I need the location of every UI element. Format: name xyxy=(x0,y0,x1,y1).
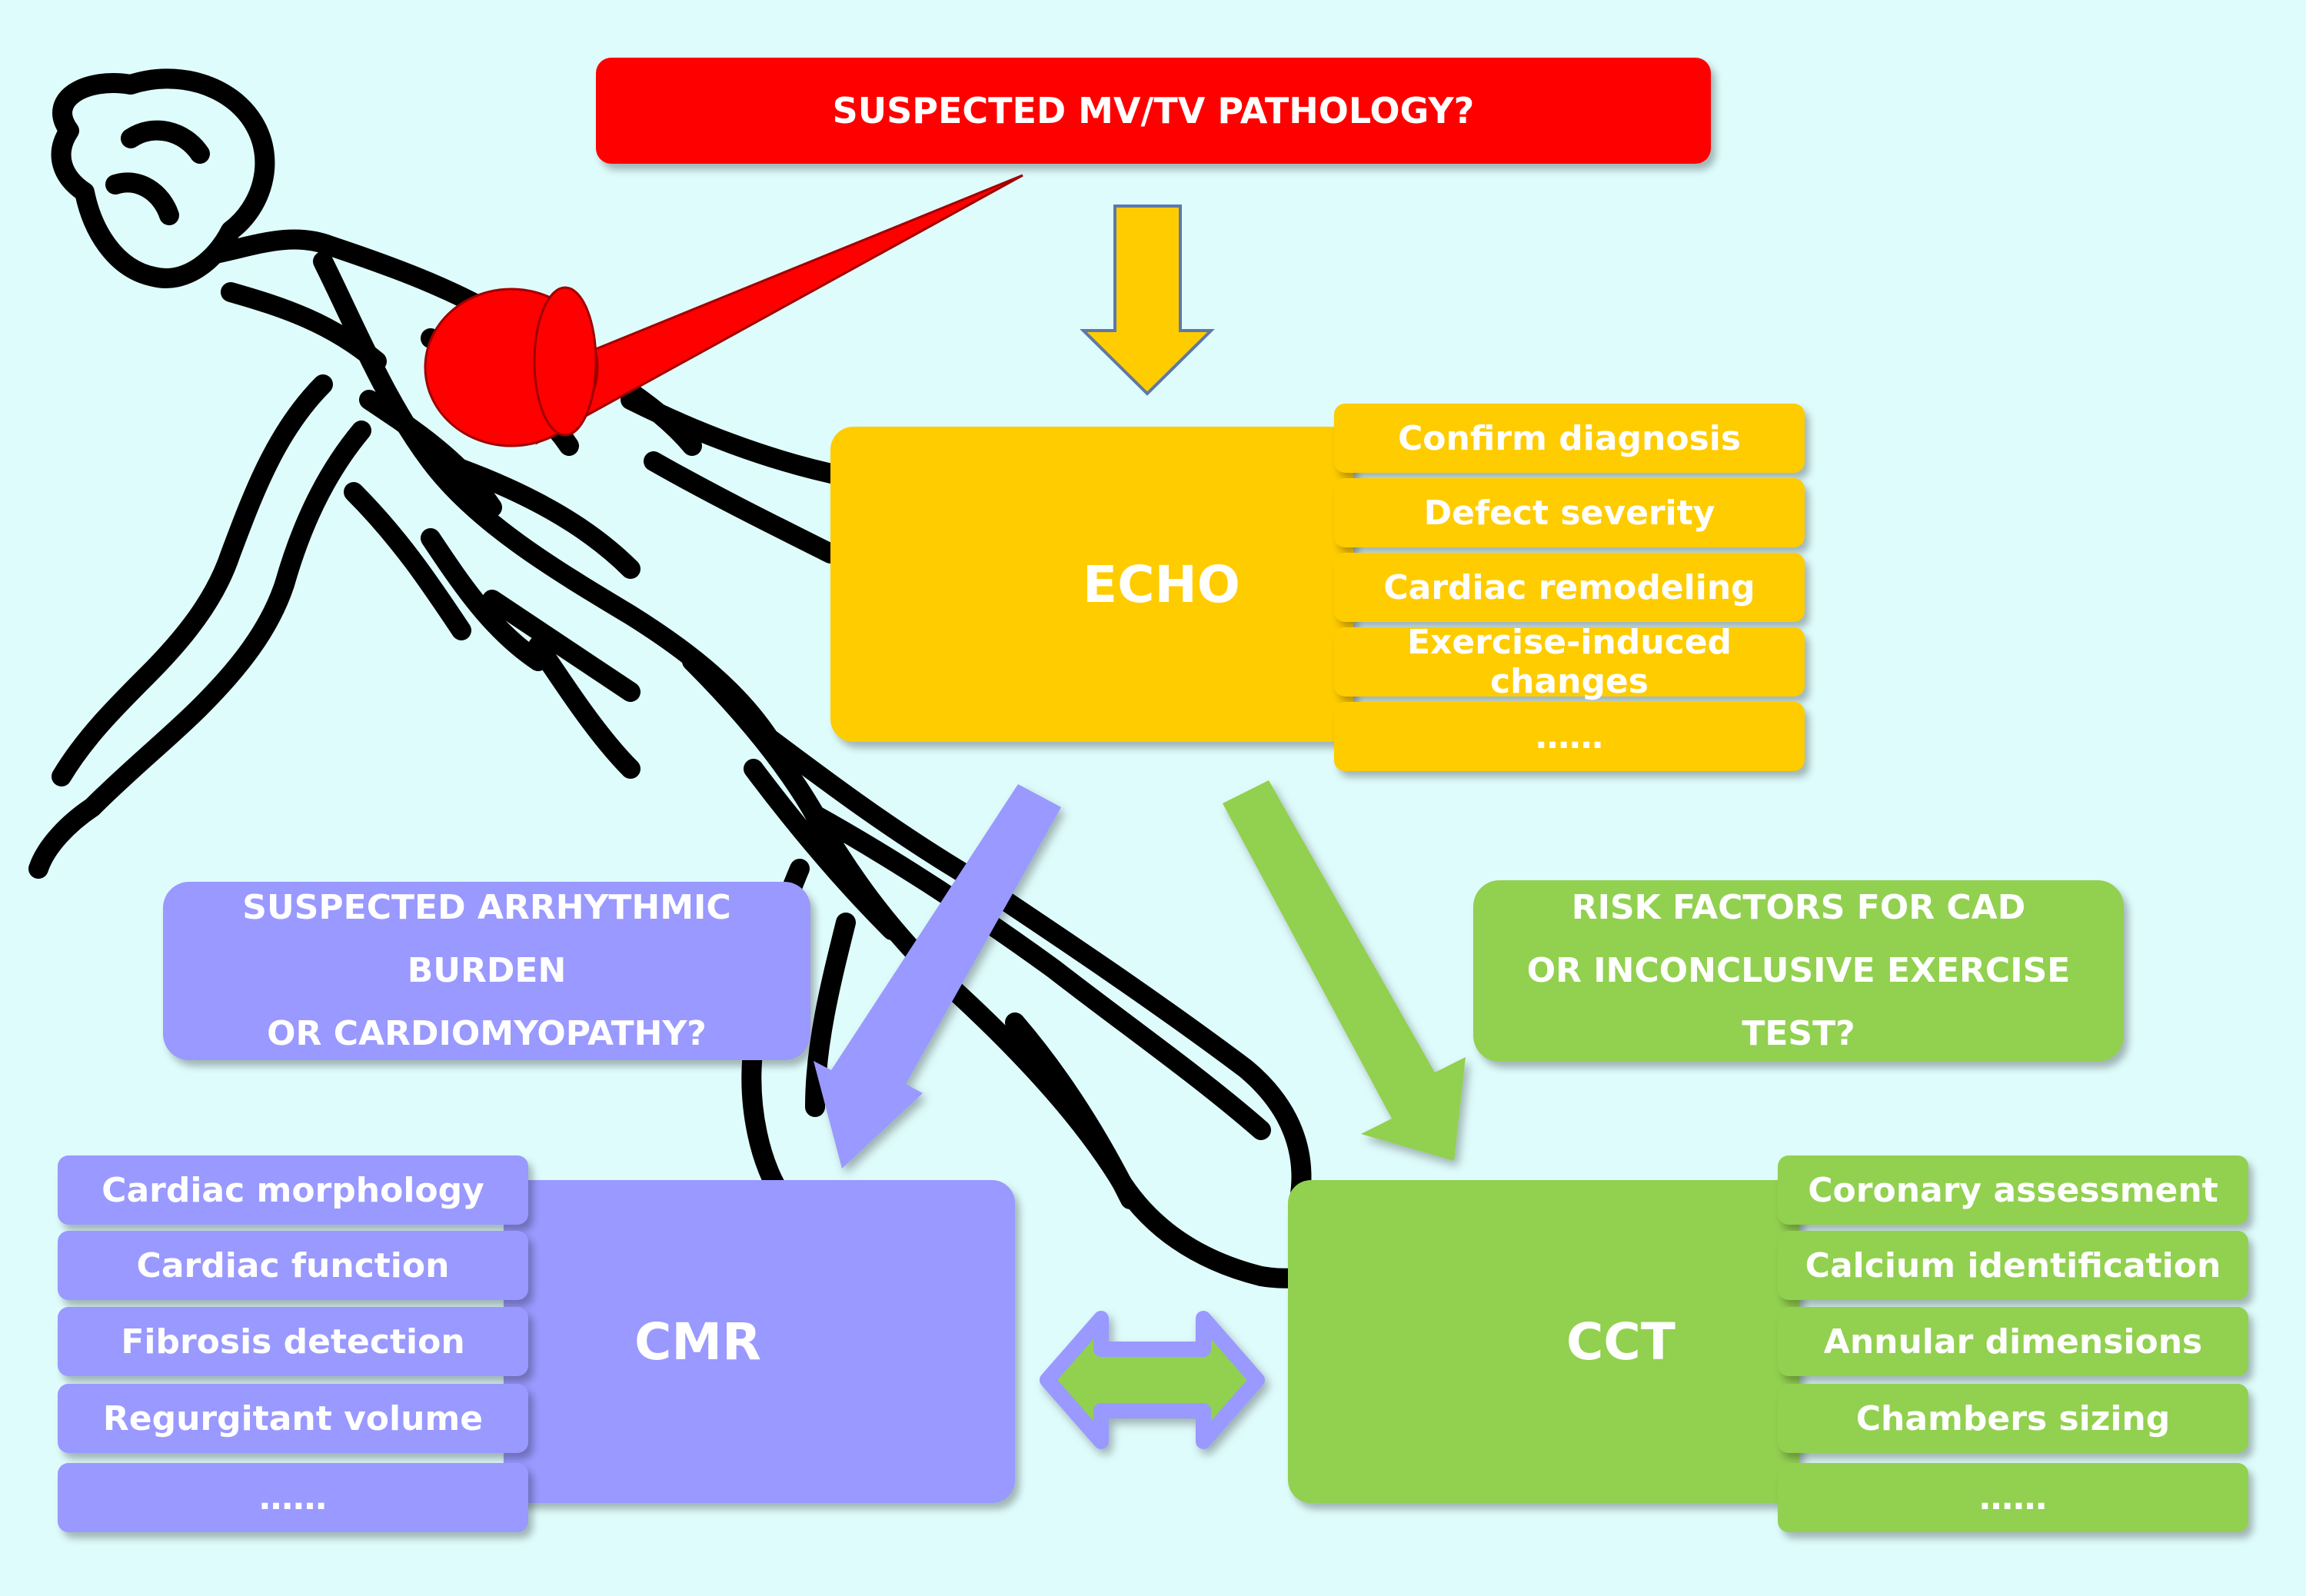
banner-text: SUSPECTED MV/TV PATHOLOGY? xyxy=(832,90,1475,131)
cct-item: Coronary assessment xyxy=(1778,1155,2248,1225)
cmr-item-label: Cardiac morphology xyxy=(101,1170,484,1210)
cct-item: Calcium identification xyxy=(1778,1231,2248,1300)
cmr-question-line: OR CARDIOMYOPATHY? xyxy=(267,1014,707,1053)
cct-item-label: Calcium identification xyxy=(1805,1245,2221,1285)
cct-question-line: OR INCONCLUSIVE EXERCISE TEST? xyxy=(1526,951,2071,1053)
red-heart-spotlight-icon xyxy=(424,174,1023,447)
suspected-pathology-banner: SUSPECTED MV/TV PATHOLOGY? xyxy=(596,58,1711,164)
echo-item: Cardiac remodeling xyxy=(1334,553,1805,622)
echo-item: Exercise-induced changes xyxy=(1334,623,1805,701)
cct-item-label: …… xyxy=(1979,1478,2047,1518)
echo-box: ECHO xyxy=(830,427,1353,742)
cmr-item: Cardiac function xyxy=(58,1231,528,1300)
echo-item-label: Exercise-induced changes xyxy=(1406,623,1732,701)
cmr-item-label: …… xyxy=(259,1478,327,1518)
cmr-question-line: SUSPECTED ARRHYTHMIC BURDEN xyxy=(242,888,731,990)
echo-item-label: Cardiac remodeling xyxy=(1383,567,1755,607)
cct-item: …… xyxy=(1778,1463,2248,1532)
cct-item-label: Coronary assessment xyxy=(1808,1170,2218,1210)
cmr-item-label: Regurgitant volume xyxy=(102,1398,484,1438)
cct-label: CCT xyxy=(1566,1312,1675,1372)
cct-item: Annular dimensions xyxy=(1778,1307,2248,1376)
cmr-item-label: Fibrosis detection xyxy=(121,1322,465,1362)
cct-item-label: Annular dimensions xyxy=(1823,1322,2203,1362)
cct-question-line: RISK FACTORS FOR CAD xyxy=(1571,888,2026,927)
double-arrow-icon xyxy=(1040,1311,1265,1449)
echo-item-label: …… xyxy=(1536,717,1603,756)
echo-item: Confirm diagnosis xyxy=(1334,404,1805,473)
cmr-item: …… xyxy=(58,1463,528,1532)
cmr-item: Fibrosis detection xyxy=(58,1307,528,1376)
down-arrow-icon xyxy=(1080,204,1215,396)
echo-item-label: Confirm diagnosis xyxy=(1397,418,1742,458)
echo-item: …… xyxy=(1334,702,1805,771)
cct-item-label: Chambers sizing xyxy=(1855,1398,2171,1438)
cmr-question: SUSPECTED ARRHYTHMIC BURDEN OR CARDIOMYO… xyxy=(163,882,810,1060)
echo-item: Defect severity xyxy=(1334,478,1805,547)
diagonal-arrow-icon xyxy=(814,784,1061,1169)
cmr-label: CMR xyxy=(634,1312,761,1372)
cmr-item-label: Cardiac function xyxy=(136,1245,450,1285)
cmr-box: CMR xyxy=(504,1180,1015,1503)
diagonal-arrow-icon xyxy=(1223,780,1466,1161)
cct-question: RISK FACTORS FOR CAD OR INCONCLUSIVE EXE… xyxy=(1473,880,2124,1062)
cct-box: CCT xyxy=(1288,1180,1799,1503)
cct-item: Chambers sizing xyxy=(1778,1384,2248,1453)
echo-label: ECHO xyxy=(1083,554,1240,614)
echo-item-label: Defect severity xyxy=(1423,493,1715,533)
cmr-item: Regurgitant volume xyxy=(58,1384,528,1453)
cmr-item: Cardiac morphology xyxy=(58,1155,528,1225)
